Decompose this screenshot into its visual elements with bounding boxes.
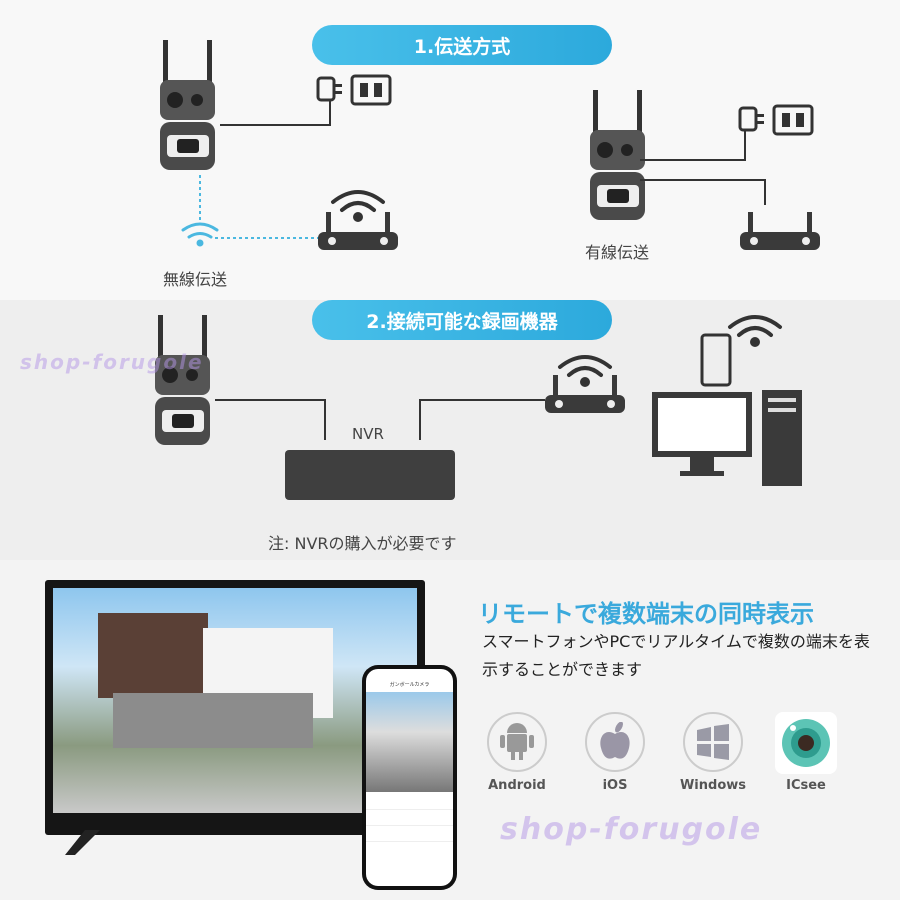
icsee-app-icon[interactable] xyxy=(775,712,837,774)
nvr-note: 注: NVRの購入が必要です xyxy=(268,534,457,553)
router-wired xyxy=(740,212,820,250)
pc-tower-icon xyxy=(762,390,802,486)
wifi-signal-icon xyxy=(181,222,219,247)
tv-stand xyxy=(65,830,410,855)
nvr-box xyxy=(285,450,455,500)
wifi-icon xyxy=(331,190,385,222)
camera-wireless xyxy=(160,40,215,170)
phone-app-title: ガンボールカメラ xyxy=(389,682,430,688)
watermark: shop-forugole xyxy=(500,812,763,847)
wired-label: 有線伝送 xyxy=(585,243,650,262)
smartphone-icon xyxy=(700,333,732,387)
smartphone: ガンボールカメラ xyxy=(362,665,457,890)
apple-icon xyxy=(585,712,645,772)
wifi-icon xyxy=(558,355,612,387)
power-plug-icon xyxy=(316,74,392,106)
power-plug-icon xyxy=(738,104,814,136)
wireless-label: 無線伝送 xyxy=(163,270,228,289)
section1-title-pill: 1.伝送方式 xyxy=(312,25,612,65)
remote-view-description: スマートフォンやPCでリアルタイムで複数の端末を表示することができます xyxy=(482,632,870,679)
tv-screen-house-image xyxy=(53,588,417,813)
camera-nvr xyxy=(155,315,210,445)
camera-wired xyxy=(590,90,645,220)
section2-title-pill: 2.接続可能な録画機器 xyxy=(312,300,612,340)
phone-video-feed xyxy=(366,692,453,792)
icsee-label: ICsee xyxy=(786,778,826,793)
ios-label: iOS xyxy=(602,778,628,793)
windows-label: Windows xyxy=(679,778,747,793)
remote-view-title: リモートで複数端末の同時表示 xyxy=(478,600,814,628)
nvr-label: NVR xyxy=(352,425,384,443)
watermark: shop-forugole xyxy=(20,350,204,374)
wifi-icon xyxy=(728,315,782,347)
windows-icon xyxy=(683,712,743,772)
tv xyxy=(45,580,425,835)
connection-diagram xyxy=(155,40,820,500)
android-label: Android xyxy=(488,778,546,793)
android-icon xyxy=(487,712,547,772)
